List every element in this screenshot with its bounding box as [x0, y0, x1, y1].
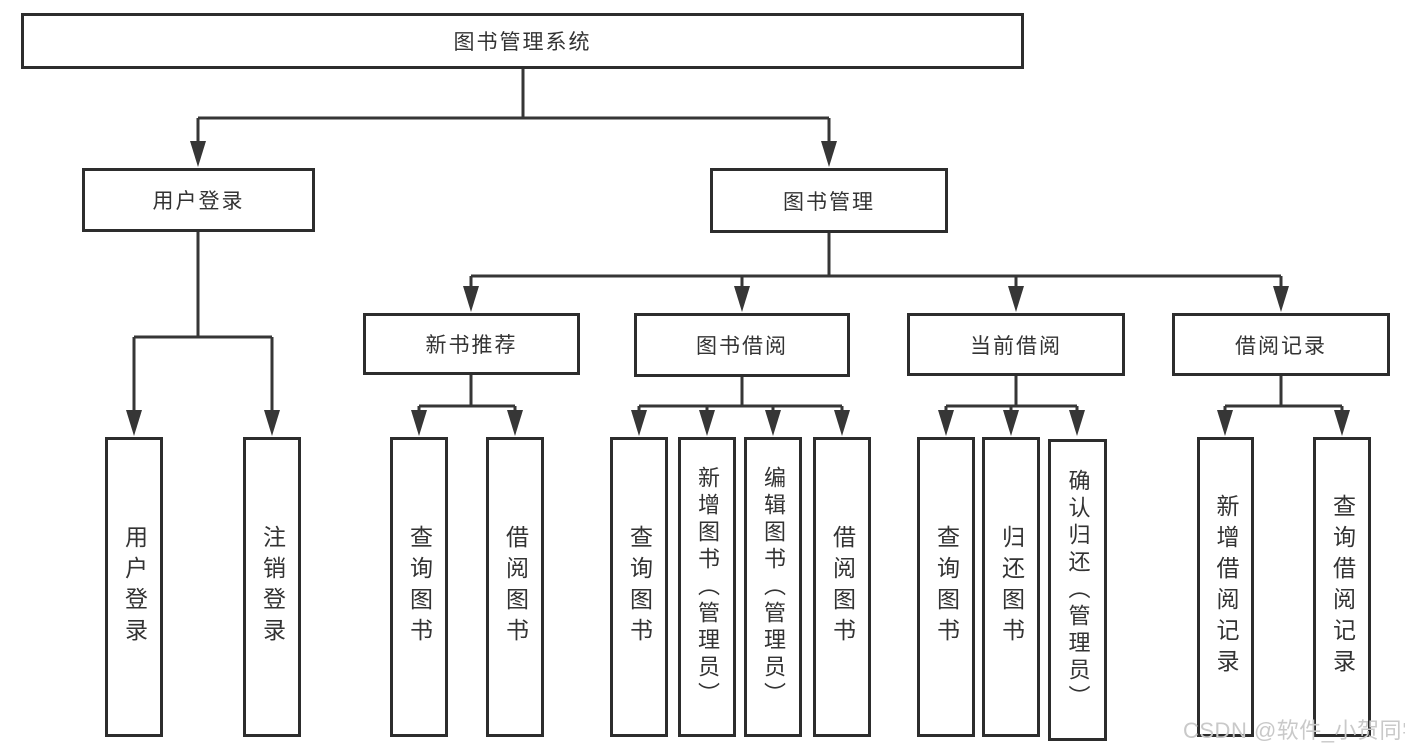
leaf-current-return-books-label: 归还图书: [998, 525, 1025, 649]
leaf-records-query-borrow-record: 查询借阅记录: [1313, 437, 1371, 737]
leaf-logout-login: 注销登录: [243, 437, 301, 737]
leaf-user-login-label: 用户登录: [121, 525, 148, 649]
leaf-logout-login-label: 注销登录: [259, 525, 286, 649]
node-new-book-recommend-label: 新书推荐: [425, 334, 518, 357]
node-root-system: 图书管理系统: [21, 13, 1024, 69]
leaf-borrowing-query-books: 查询图书: [610, 437, 668, 737]
leaf-newbook-borrow-books: 借阅图书: [486, 437, 544, 737]
node-book-management-label: 图书管理: [783, 190, 875, 214]
leaf-borrowing-query-books-label: 查询图书: [626, 525, 653, 649]
leaf-borrowing-edit-books-admin: 编辑图书（管理员）: [744, 437, 802, 737]
node-book-borrowing: 图书借阅: [634, 313, 850, 377]
node-book-borrowing-label: 图书借阅: [696, 335, 788, 358]
node-user-login: 用户登录: [82, 168, 315, 232]
node-borrowing-records: 借阅记录: [1172, 313, 1390, 376]
leaf-newbook-borrow-books-label: 借阅图书: [502, 525, 529, 649]
node-borrowing-records-label: 借阅记录: [1235, 334, 1327, 358]
node-current-borrowing: 当前借阅: [907, 313, 1125, 376]
leaf-current-query-books-label: 查询图书: [933, 525, 960, 649]
leaf-borrowing-add-books-admin: 新增图书（管理员）: [678, 437, 736, 737]
node-user-login-label: 用户登录: [152, 190, 245, 213]
leaf-records-add-borrow-record-label: 新增借阅记录: [1213, 494, 1239, 680]
leaf-borrowing-borrow-books-label: 借阅图书: [829, 525, 856, 649]
leaf-user-login: 用户登录: [105, 437, 163, 737]
node-new-book-recommend: 新书推荐: [363, 313, 580, 375]
leaf-records-query-borrow-record-label: 查询借阅记录: [1329, 494, 1356, 680]
leaf-current-confirm-return-admin: 确认归还（管理员）: [1048, 439, 1107, 741]
node-root-system-label: 图书管理系统: [453, 31, 592, 54]
leaf-borrowing-add-books-admin-label: 新增图书（管理员）: [695, 465, 720, 709]
node-current-borrowing-label: 当前借阅: [970, 334, 1062, 358]
leaf-current-query-books: 查询图书: [917, 437, 975, 737]
leaf-current-return-books: 归还图书: [982, 437, 1040, 737]
leaf-borrowing-edit-books-admin-label: 编辑图书（管理员）: [761, 465, 786, 709]
csdn-watermark: CSDN @软件_小贺同学: [1183, 718, 1405, 743]
leaf-newbook-query-books: 查询图书: [390, 437, 448, 737]
leaf-records-add-borrow-record: 新增借阅记录: [1197, 437, 1254, 737]
leaf-newbook-query-books-label: 查询图书: [406, 525, 433, 649]
node-book-management: 图书管理: [710, 168, 948, 233]
leaf-current-confirm-return-admin-label: 确认归还（管理员）: [1065, 468, 1091, 712]
leaf-borrowing-borrow-books: 借阅图书: [813, 437, 871, 737]
